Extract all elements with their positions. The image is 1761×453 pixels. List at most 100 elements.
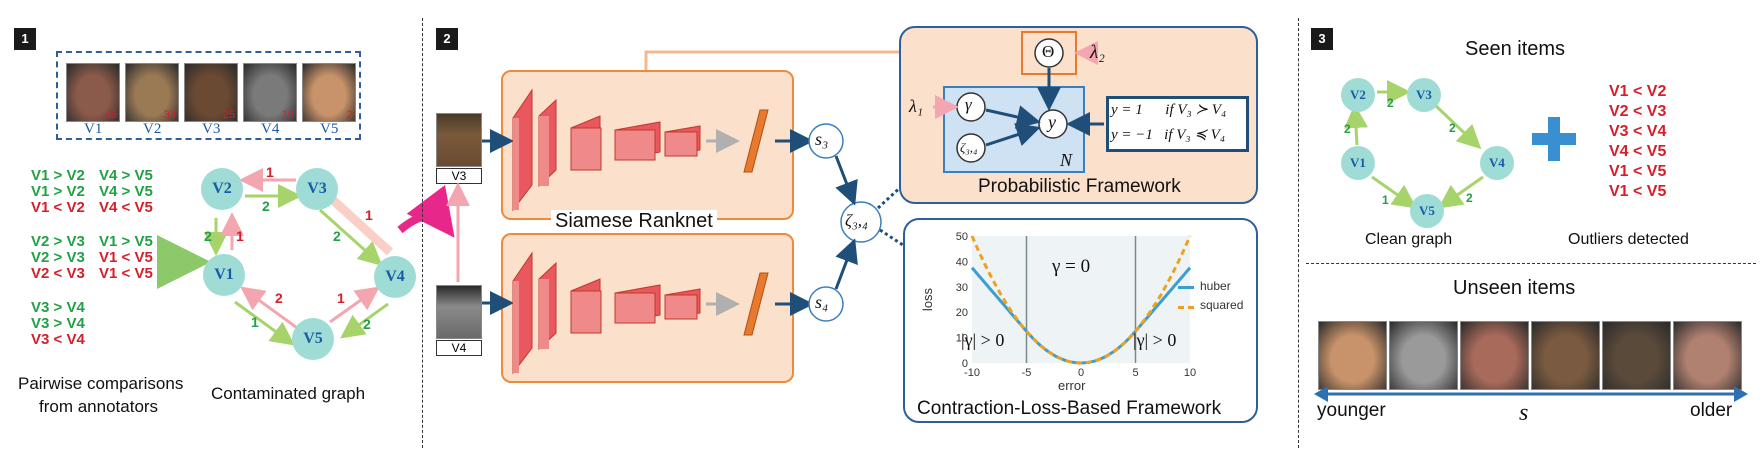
comparison-item: V2 < V3 bbox=[31, 265, 85, 282]
clean-node-v3: V3 bbox=[1407, 78, 1441, 112]
face-age-label: 46 bbox=[104, 109, 117, 121]
plate-n-label: N bbox=[1060, 150, 1073, 170]
input-face-v4 bbox=[436, 285, 482, 339]
gamma-zero-label: γ = 0 bbox=[1052, 256, 1091, 277]
rule-line-2: y = −1 if V₃ ≼ V₄ bbox=[1111, 127, 1226, 143]
edge-v1-v5-green bbox=[234, 300, 295, 346]
panel-3-badge: 3 bbox=[1311, 28, 1333, 50]
older-label: older bbox=[1690, 400, 1733, 421]
faces-box bbox=[56, 51, 361, 140]
plus-icon-vertical bbox=[1548, 117, 1560, 161]
unseen-face bbox=[1602, 321, 1671, 390]
y-tick-label: 10 bbox=[956, 333, 968, 345]
loss-framework-title: Contraction-Loss-Based Framework bbox=[917, 398, 1222, 419]
series-squared bbox=[970, 235, 1192, 365]
face-v1: 46 bbox=[66, 63, 120, 122]
clean-edge-label-1: 2 bbox=[1387, 96, 1394, 110]
zeta-node bbox=[840, 201, 882, 243]
outlier-item: V1 < V5 bbox=[1609, 183, 1667, 200]
younger-label: younger bbox=[1317, 400, 1386, 421]
s3-label: s₃ bbox=[815, 129, 829, 149]
outlier-item: V4 < V5 bbox=[1609, 143, 1667, 160]
face-v3: 25 bbox=[184, 63, 238, 122]
legend-squared-label: squared bbox=[1200, 298, 1244, 312]
panel-3-divider bbox=[1306, 263, 1756, 264]
panel-1-badge: 1 bbox=[14, 28, 36, 50]
edge-label-v5v4-red: 1 bbox=[337, 290, 345, 306]
x-tick-label: 0 bbox=[1078, 367, 1084, 379]
comparison-item: V1 > V5 bbox=[99, 233, 153, 250]
face-v4: 10 bbox=[243, 63, 297, 122]
edge-v3-v4-red-highlight bbox=[329, 196, 394, 256]
edge-label-v1v2-red: 1 bbox=[236, 228, 244, 244]
clean-graph-label: Clean graph bbox=[1365, 231, 1453, 248]
y-tick-label: 20 bbox=[956, 307, 968, 319]
y-label: y bbox=[1048, 112, 1056, 132]
clean-edge-label-3: 2 bbox=[1449, 121, 1456, 135]
node-v3: V3 bbox=[296, 168, 338, 210]
loss-xlabel: error bbox=[1058, 378, 1086, 393]
seen-items-title: Seen items bbox=[1465, 38, 1566, 60]
unseen-items-title: Unseen items bbox=[1453, 277, 1576, 299]
lambda1-label: λ₁ bbox=[909, 96, 924, 116]
comparison-item: V2 > V3 bbox=[31, 233, 85, 250]
edge-v3-v4-green bbox=[318, 208, 383, 267]
legend-huber-label: huber bbox=[1200, 279, 1231, 293]
lambda2-label: λ₂ bbox=[1090, 42, 1105, 63]
caption-contaminated-graph: Contaminated graph bbox=[211, 384, 366, 403]
edge-label-v5v4-green: 2 bbox=[363, 316, 371, 332]
node-v2: V2 bbox=[201, 168, 243, 210]
gamma-right-label: |γ| > 0 bbox=[1133, 330, 1177, 350]
face-label-v1: V1 bbox=[84, 121, 103, 137]
unseen-face bbox=[1460, 321, 1529, 390]
comparison-item: V1 > V2 bbox=[31, 167, 85, 184]
input-label-v4: V4 bbox=[436, 340, 482, 356]
face-age-label: 33 bbox=[163, 109, 176, 121]
arrow-to-theta bbox=[644, 40, 1023, 70]
comparison-item: V1 < V5 bbox=[99, 265, 153, 282]
comparison-item: V1 < V2 bbox=[31, 199, 85, 216]
y-tick-label: 0 bbox=[962, 358, 968, 370]
face-label-v4: V4 bbox=[261, 121, 280, 137]
rule-box bbox=[1106, 96, 1249, 152]
x-tick-label: -5 bbox=[1022, 367, 1032, 379]
legend-squared-swatch bbox=[1178, 306, 1194, 309]
face-v2: 33 bbox=[125, 63, 179, 122]
comparison-item: V2 > V3 bbox=[31, 249, 85, 266]
outlier-item: V2 < V3 bbox=[1609, 103, 1667, 120]
edge-label-v2v3-green: 2 bbox=[262, 198, 270, 214]
siamese-ranknet-title: Siamese Ranknet bbox=[551, 210, 717, 233]
gamma-label: γ bbox=[965, 95, 972, 114]
comparison-item: V1 < V5 bbox=[99, 249, 153, 266]
edge-v4-v5-green bbox=[340, 302, 389, 339]
legend-huber-swatch bbox=[1178, 286, 1194, 289]
prob-framework-title: Probabilistic Framework bbox=[978, 176, 1181, 197]
comparison-item: V3 > V4 bbox=[31, 315, 85, 332]
panel-divider-2 bbox=[1298, 18, 1299, 448]
caption-pairwise-1: Pairwise comparisons bbox=[18, 374, 184, 393]
theta-label: Θ bbox=[1042, 42, 1055, 61]
edge-label-v1v5-red: 2 bbox=[275, 290, 283, 306]
s4-label: s₄ bbox=[815, 292, 829, 312]
clean-node-v5: V5 bbox=[1410, 194, 1444, 228]
clean-node-v4: V4 bbox=[1480, 146, 1514, 180]
face-age-label: 25 bbox=[222, 109, 235, 121]
node-v4: V4 bbox=[374, 256, 416, 298]
s-axis-label: s bbox=[1519, 400, 1529, 426]
y-tick-label: 40 bbox=[956, 256, 968, 268]
x-tick-label: 5 bbox=[1132, 367, 1138, 379]
zeta-inner-node bbox=[956, 133, 986, 163]
outlier-item: V3 < V4 bbox=[1609, 123, 1667, 140]
outlier-item: V1 < V5 bbox=[1609, 163, 1667, 180]
node-v5: V5 bbox=[292, 318, 334, 360]
comparison-item: V4 > V5 bbox=[99, 167, 153, 184]
clean-edge-label-5: 1 bbox=[1382, 193, 1389, 207]
input-face-v3 bbox=[436, 113, 482, 167]
comparison-item: V1 > V2 bbox=[31, 183, 85, 200]
x-tick-label: -10 bbox=[964, 367, 980, 379]
s3-node bbox=[808, 123, 844, 159]
panel-divider-1 bbox=[422, 18, 423, 448]
